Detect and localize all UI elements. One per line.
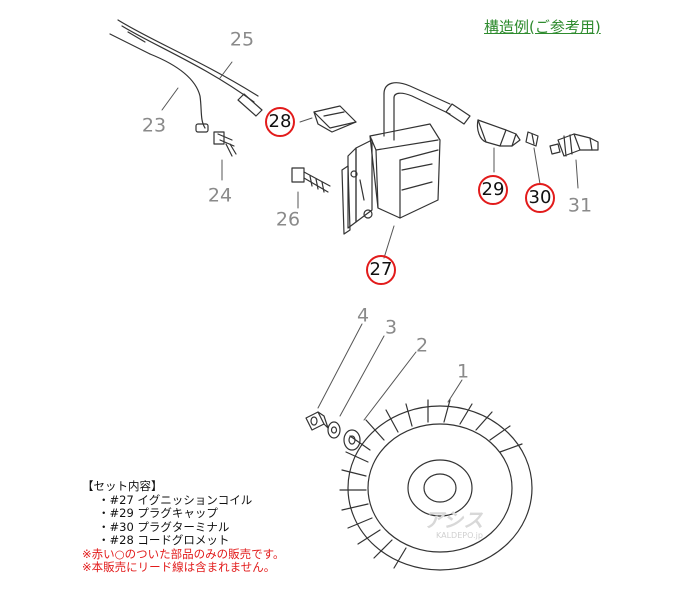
spark-plug-31 — [549, 133, 599, 157]
part-label-28: 28 — [268, 111, 292, 132]
set-contents-heading: 【セット内容】 — [82, 479, 163, 493]
set-item-30: ・#30 プラグターミナル — [98, 519, 230, 534]
highlight-ring-29 — [478, 175, 508, 205]
part-label-30: 30 — [528, 187, 552, 208]
plug-cap-29 — [445, 103, 521, 147]
part-label-1: 1 — [456, 360, 470, 383]
part-label-29: 29 — [481, 179, 505, 200]
highlight-ring-28 — [265, 107, 295, 137]
part-label-2: 2 — [415, 334, 429, 357]
part-label-23: 23 — [141, 114, 167, 137]
part-label-27: 27 — [369, 259, 393, 280]
leader-lines-top — [161, 61, 579, 259]
ignition-coil-27 — [341, 82, 451, 235]
part-label-4: 4 — [356, 304, 370, 327]
screw-26 — [291, 167, 331, 193]
part-label-3: 3 — [384, 316, 398, 339]
watermark-brand: アシス — [424, 508, 484, 532]
part-label-31: 31 — [567, 194, 593, 217]
set-item-28: ・#28 コードグロメット — [98, 533, 230, 547]
watermark-site: KALDEPO.jp — [436, 531, 483, 540]
grommet-28 — [313, 105, 357, 133]
part-label-25: 25 — [229, 28, 255, 51]
part-label-26: 26 — [275, 208, 301, 231]
highlight-ring-30 — [525, 183, 555, 213]
set-item-27: ・#27 イグニッションコイル — [98, 492, 253, 507]
set-contents-box: 【セット内容】 ・#27 イグニッションコイル ・#29 プラグキャップ ・#3… — [82, 479, 285, 575]
screw-24 — [213, 131, 237, 157]
note-no-lead-wire: ※本販売にリード線は含まれません。 — [82, 560, 276, 574]
part-label-24: 24 — [207, 184, 233, 207]
highlight-ring-27 — [366, 255, 396, 285]
nut-washers-2-3-4 — [305, 411, 361, 451]
note-red-circle: ※赤い○のついた部品のみの販売です。 — [82, 546, 285, 561]
set-item-29: ・#29 プラグキャップ — [98, 506, 218, 520]
leader-lines-bottom — [317, 323, 463, 421]
terminal-30 — [525, 131, 539, 147]
flywheel-1 — [339, 399, 533, 571]
lead-wire-group — [109, 19, 263, 133]
diagram-title: 構造例(ご参考用) — [484, 18, 601, 36]
